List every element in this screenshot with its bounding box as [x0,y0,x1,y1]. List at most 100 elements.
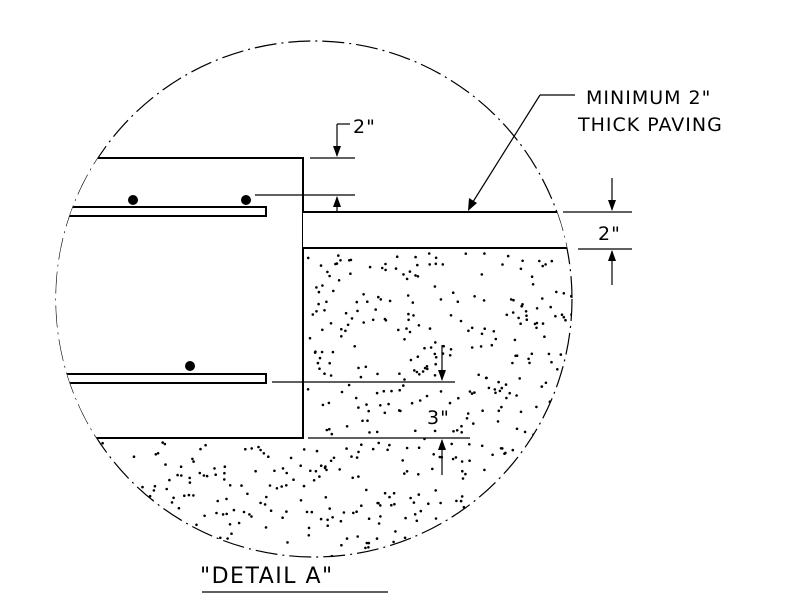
stipple-dot [545,489,549,493]
stipple-dot [505,396,508,400]
stipple-dot [259,448,262,452]
stipple-dot [433,429,437,433]
top-cover-dimension: 2" [255,116,375,211]
stipple-dot [550,539,554,543]
stipple-dot [545,487,548,490]
stipple-dot [488,550,492,554]
stipple-dot [569,543,572,546]
stipple-dot [418,373,421,376]
stipple-dot [161,539,164,543]
stipple-dot [203,514,206,518]
stipple-dot [353,345,357,348]
stipple-dot [413,513,417,516]
stipple-dot [571,340,572,344]
stipple-dot [556,498,559,502]
stipple-dot [195,523,198,527]
stipple-dot [546,418,550,422]
stipple-dot [156,515,160,519]
stipple-dot [367,517,371,520]
stipple-dot [414,555,418,557]
stipple-dot [78,496,82,499]
stipple-dot [285,484,288,487]
stipple-dot [409,358,413,362]
stipple-dot [519,267,523,271]
detail-title: "DETAIL A" [200,564,334,589]
stipple-dot [191,457,194,461]
stipple-dot [321,403,325,407]
stipple-dot [108,465,111,469]
stipple-dot [302,484,306,488]
stipple-dot [340,327,343,331]
stipple-dot [412,501,416,504]
stipple-dot [447,530,450,534]
paving-thickness-dimension: 2" [563,178,632,285]
stipple-dot [492,330,496,333]
stipple-dot [428,327,432,330]
stipple-dot [511,311,515,314]
stipple-dot [340,335,343,338]
stipple-dot [228,484,232,487]
stipple-dot [366,300,369,304]
stipple-dot [223,471,226,475]
stipple-dot [112,472,115,476]
stipple-dot [46,488,49,491]
stipple-dot [570,294,572,298]
stipple-dot [390,389,393,393]
stipple-dot [563,426,566,430]
stipple-dot [494,391,497,395]
stipple-dot [180,474,183,477]
stipple-dot [479,345,483,348]
stipple-dot [268,484,272,487]
stipple-dot [386,448,389,452]
stipple-dot [41,471,44,474]
stipple-dot [393,502,396,506]
stipple-dot [523,430,527,434]
stipple-dot [56,480,59,484]
stipple-dot [404,516,407,520]
stipple-dot [470,346,474,349]
stipple-dot [468,443,471,446]
stipple-dot [379,404,382,407]
stipple-dot [302,448,306,451]
stipple-dot [317,302,320,306]
stipple-dot [307,526,311,530]
stipple-dot [522,536,526,540]
stipple-dot [367,409,371,413]
stipple-dot [408,270,412,273]
stipple-dot [141,529,144,532]
stipple-dot [487,386,491,390]
stipple-dot [551,523,554,527]
stipple-dot [401,459,405,462]
stipple-dot [514,354,517,358]
stipple-dot [319,517,323,521]
stipple-dot [357,366,360,370]
stipple-dot [508,391,512,395]
stipple-dot [355,456,359,459]
stipple-dot [86,558,89,561]
stipple-dot [549,305,552,309]
stipple-dot [315,286,318,289]
stipple-dot [525,318,529,322]
stipple-dot [525,314,528,318]
stipple-dot [537,523,540,527]
stipple-dot [448,354,452,357]
stipple-dot [345,537,349,540]
stipple-dot [216,499,219,503]
stipple-dot [560,313,564,317]
stipple-dot [225,497,228,501]
stipple-dot [125,533,129,536]
stipple-dot [468,459,471,463]
stipple-dot [364,365,368,369]
stipple-dot [547,556,550,557]
stipple-dot [519,477,523,480]
stipple-dot [156,452,160,455]
stipple-dot [442,344,446,348]
stipple-dot [263,503,267,506]
stipple-dot [72,556,76,557]
stipple-dot [265,495,268,499]
stipple-dot [480,332,484,336]
stipple-dot [223,465,227,469]
stipple-dot [473,391,476,394]
stipple-dot [280,485,284,488]
stipple-dot [503,481,506,484]
